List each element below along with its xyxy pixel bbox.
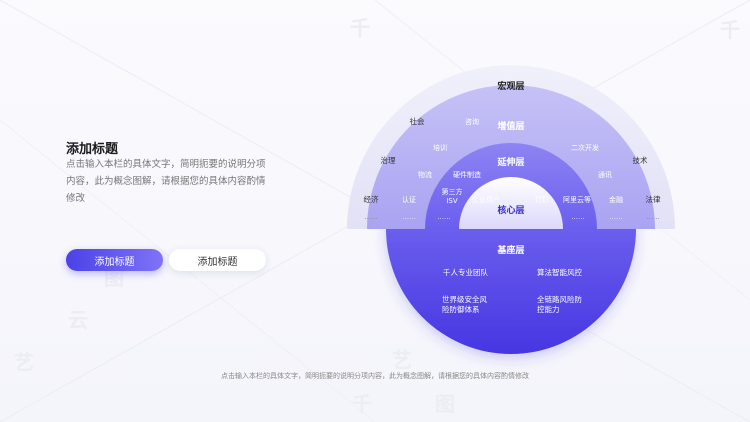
- macro-item-economy: 经济: [364, 194, 379, 204]
- base-item-fullchain-line2: 控能力: [537, 304, 560, 314]
- base-item-security-line1: 世界级安全风: [442, 294, 487, 304]
- macro-item-technology: 技术: [633, 155, 648, 165]
- growth-item-certification: 认证: [402, 195, 416, 204]
- base-item-security-line2: 险防御体系: [442, 304, 480, 314]
- growth-item-consulting: 咨询: [465, 117, 479, 126]
- watermark-glyph: 图: [104, 266, 124, 290]
- section-description: 点击输入本栏的具体文字，简明扼要的说明分项内容，此为概念图解，请根据您的具体内容…: [66, 159, 266, 204]
- growth-dots-right: ......: [609, 213, 622, 221]
- section-title: 添加标题: [66, 142, 119, 157]
- watermark-glyph: 云: [68, 308, 88, 332]
- growth-item-secondary-dev: 二次开发: [571, 143, 599, 152]
- extend-item-logistics: 物流: [418, 170, 432, 179]
- macro-layer-title: 宏观层: [497, 80, 524, 92]
- growth-item-finance: 金融: [609, 195, 623, 204]
- growth-layer-title: 增值层: [497, 120, 524, 132]
- extend-layer-title: 延伸层: [496, 156, 524, 168]
- primary-title-button[interactable]: 添加标题: [66, 249, 163, 271]
- macro-dots-left: ......: [364, 213, 377, 221]
- macro-item-law: 法律: [646, 194, 661, 204]
- extend-dots-left: ......: [437, 213, 450, 221]
- watermark-glyph: 图: [435, 392, 455, 416]
- extend-dots-right: ......: [571, 213, 584, 221]
- watermark-glyph: 千: [350, 16, 370, 40]
- extend-item-aliyun: 阿里云等: [563, 195, 591, 204]
- base-layer-title: 基座层: [496, 244, 524, 256]
- macro-item-society: 社会: [410, 116, 425, 126]
- extend-item-isv: ISV: [446, 197, 458, 205]
- watermark-glyph: 千: [720, 18, 740, 42]
- macro-dots-right: ......: [646, 213, 659, 221]
- core-layer-arc: [459, 177, 563, 229]
- core-layer-title: 核心层: [497, 204, 524, 216]
- macro-item-governance: 治理: [381, 155, 396, 165]
- watermark-glyph: 艺: [14, 350, 34, 374]
- footer-note: 点击输入本栏的具体文字，简明扼要的说明分项内容，此为概念图解，请根据您的具体内容…: [221, 372, 529, 380]
- growth-dots-left: ......: [402, 213, 415, 221]
- extend-item-enterprise-user: 企业用户: [472, 195, 500, 204]
- growth-item-telecom: 通讯: [598, 170, 612, 179]
- extend-item-dingtalk: 钉钉: [535, 195, 549, 204]
- secondary-title-button[interactable]: 添加标题: [169, 249, 266, 271]
- watermark-glyph: 艺: [392, 348, 412, 372]
- extend-item-hardware: 硬件制造: [453, 170, 481, 179]
- watermark-glyph: 千: [352, 392, 372, 416]
- growth-item-training: 培训: [433, 143, 447, 152]
- base-item-fullchain-line1: 全链路风险防: [537, 294, 582, 304]
- base-item-team: 千人专业团队: [443, 267, 488, 277]
- base-item-algorithm: 算法智能风控: [537, 267, 582, 277]
- extend-item-third-party: 第三方: [442, 187, 463, 196]
